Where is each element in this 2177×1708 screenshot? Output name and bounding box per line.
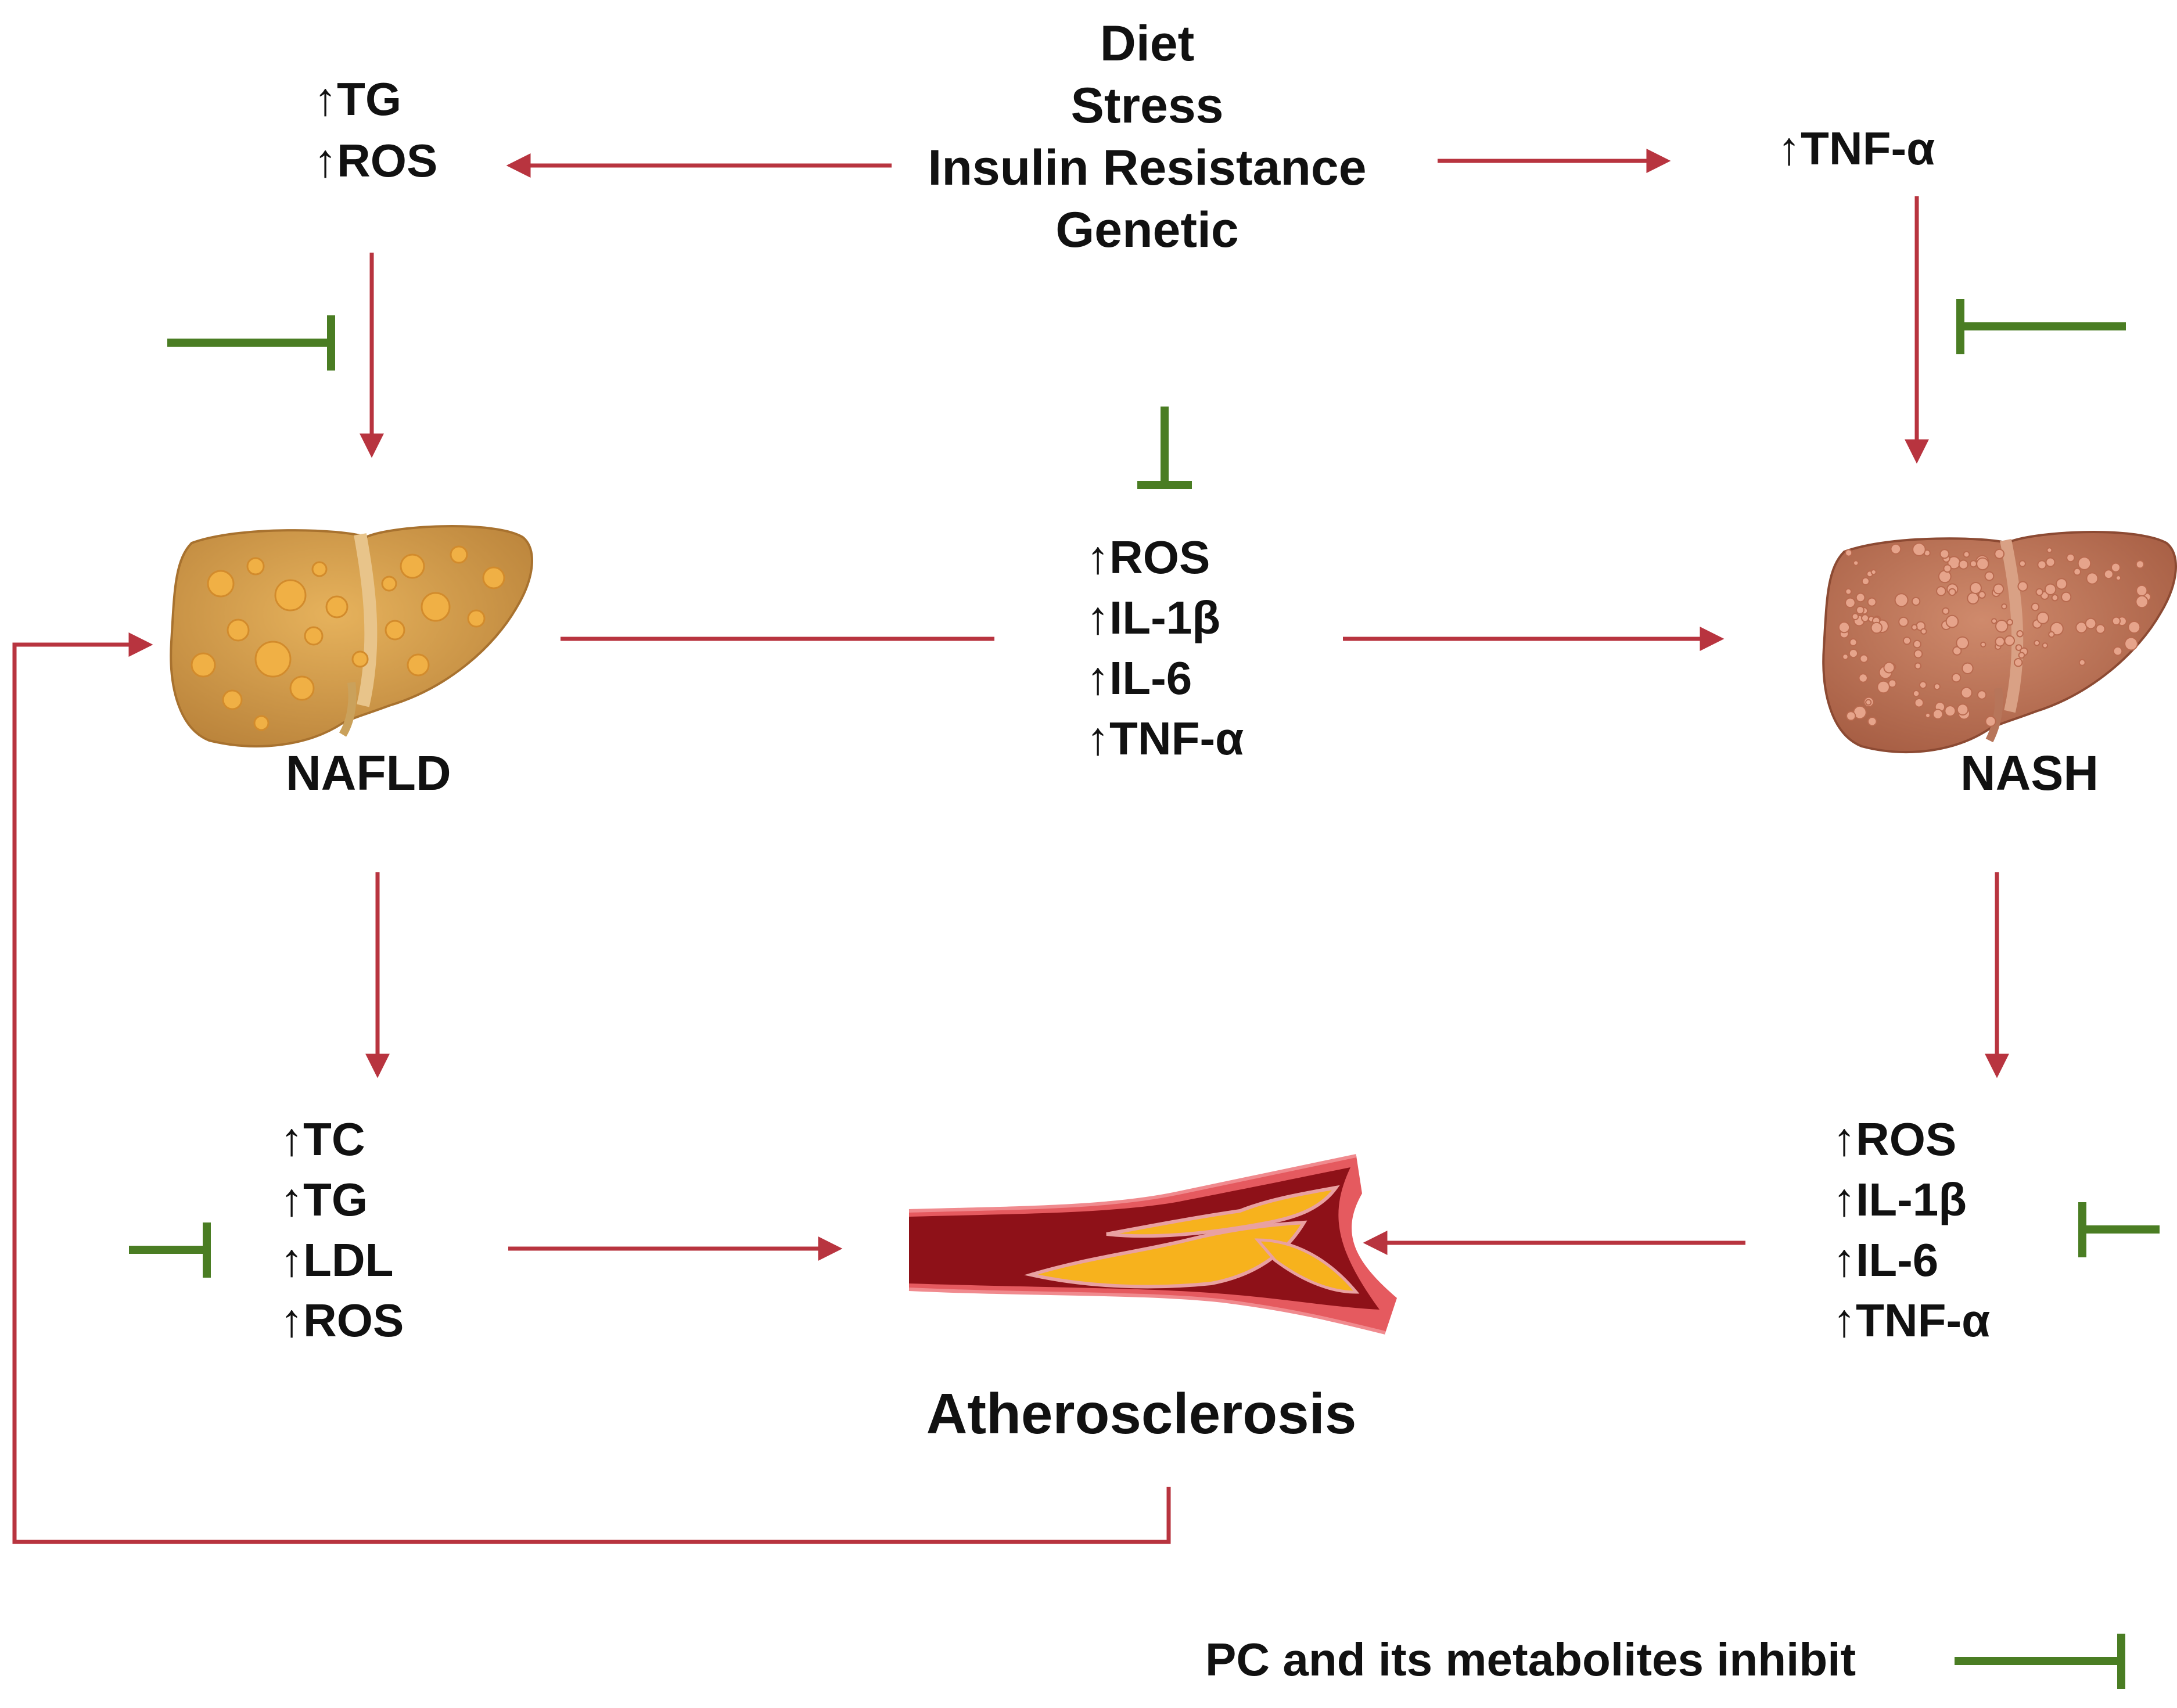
nafld-label: NAFLD [286, 746, 451, 800]
marker-item: ↑IL-6 [1833, 1234, 1939, 1286]
marker-item: ↑ROS [1833, 1113, 1957, 1165]
atherosclerosis-label: Atherosclerosis [926, 1382, 1357, 1445]
bottom-right-markers: ↑ROS ↑IL-1β ↑IL-6 ↑TNF-α [1833, 1109, 1990, 1351]
inhibition-bar-icon [1137, 407, 1192, 489]
marker-item: ↑IL-1β [1086, 592, 1221, 643]
top-right-marker: ↑TNF-α [1777, 123, 1935, 174]
legend-label: PC and its metabolites inhibit [1205, 1634, 1856, 1685]
inflamed-liver-icon [1822, 531, 2177, 753]
bottom-left-markers: ↑TC ↑TG ↑LDL ↑ROS [280, 1109, 404, 1351]
inhibition-bar-icon [129, 1222, 211, 1278]
inhibition-bar-icon [1956, 299, 2126, 354]
inhibition-bar-icon [2078, 1202, 2160, 1257]
marker-item: ↑ROS [314, 135, 438, 186]
causes-list: Diet Stress Insulin Resistance Genetic [860, 13, 1435, 261]
marker-item: ↑TC [280, 1113, 365, 1165]
fatty-liver-icon [170, 525, 533, 747]
inhibition-bar-icon [167, 315, 335, 371]
marker-item: ↑LDL [280, 1234, 394, 1286]
inhibition-bar-icon [1955, 1634, 2125, 1689]
marker-item: ↑TNF-α [1086, 713, 1244, 764]
feedback-loop-athero-to-nafld [12, 632, 1171, 1544]
cause-item: Genetic [1055, 202, 1239, 258]
marker-item: ↑IL-6 [1086, 652, 1192, 704]
plaque-artery-icon [908, 1154, 1397, 1335]
middle-markers: ↑ROS ↑IL-1β ↑IL-6 ↑TNF-α [1086, 527, 1244, 769]
marker-item: ↑TG [314, 73, 402, 125]
cause-item: Insulin Resistance [928, 140, 1367, 196]
cause-item: Diet [1100, 16, 1195, 71]
marker-item: ↑IL-1β [1833, 1174, 1967, 1225]
top-left-markers: ↑TG ↑ROS [314, 69, 437, 192]
marker-item: ↑TNF-α [1833, 1295, 1991, 1346]
marker-item: ↑TG [280, 1174, 368, 1225]
cause-item: Stress [1070, 78, 1224, 134]
marker-item: ↑ROS [1086, 531, 1210, 583]
nash-label: NASH [1960, 746, 2099, 800]
marker-item: ↑ROS [280, 1295, 404, 1346]
